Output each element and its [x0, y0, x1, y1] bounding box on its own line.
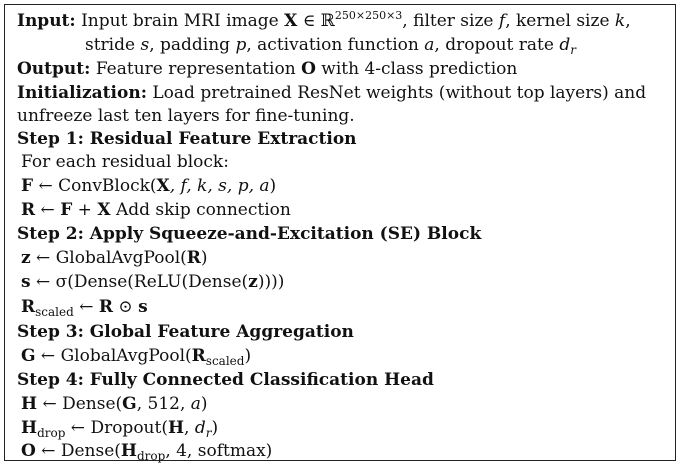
step4-eq2: Hdrop ← Dropout(H, dr): [21, 418, 219, 440]
initialization-line-1: Initialization: Load pretrained ResNet w…: [17, 83, 647, 103]
input-label: Input:: [17, 11, 76, 31]
input-line-2: stride s, padding p, activation function…: [85, 35, 576, 57]
output-label: Output:: [17, 59, 91, 79]
step2-eq3: Rscaled ← R ⊙ s: [21, 297, 148, 319]
initialization-label: Initialization:: [17, 83, 147, 103]
step3-title: Step 3: Global Feature Aggregation: [17, 322, 354, 342]
step2-eq2: s ← σ(Dense(ReLU(Dense(z)))): [21, 272, 285, 292]
output-line: Output: Feature representation O with 4-…: [17, 59, 518, 79]
step1-for-each: For each residual block:: [21, 152, 229, 172]
step4-eq1: H ← Dense(G, 512, a): [21, 394, 208, 414]
step1-eq1: F ← ConvBlock(X, f, k, s, p, a): [21, 176, 277, 196]
input-line-1: Input: Input brain MRI image X ∈ ℝ250×25…: [17, 9, 631, 31]
step2-eq1: z ← GlobalAvgPool(R): [21, 248, 208, 268]
step2-title: Step 2: Apply Squeeze-and-Excitation (SE…: [17, 224, 482, 244]
step3-eq: G ← GlobalAvgPool(Rscaled): [21, 346, 252, 368]
step4-title: Step 4: Fully Connected Classification H…: [17, 370, 434, 390]
step4-eq3: O ← Dense(Hdrop, 4, softmax): [21, 441, 273, 463]
initialization-line-2: unfreeze last ten layers for fine-tuning…: [17, 106, 355, 126]
algorithm-box: Input: Input brain MRI image X ∈ ℝ250×25…: [4, 4, 676, 463]
step1-eq2: R ← F + X Add skip connection: [21, 200, 291, 220]
step1-title: Step 1: Residual Feature Extraction: [17, 129, 357, 149]
